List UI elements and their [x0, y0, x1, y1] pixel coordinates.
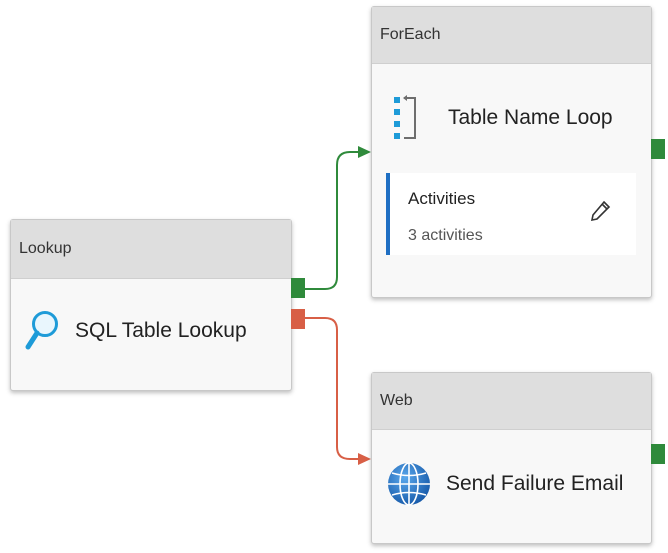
failure-connector-line[interactable]: [305, 317, 360, 460]
success-output-port[interactable]: [651, 139, 665, 159]
failure-output-port[interactable]: [291, 309, 305, 329]
activity-type-label: ForEach: [380, 26, 441, 43]
pencil-icon[interactable]: [588, 199, 612, 223]
globe-icon: [386, 461, 432, 507]
lookup-activity-header: Lookup: [11, 220, 291, 279]
success-output-port[interactable]: [291, 278, 305, 298]
success-output-port[interactable]: [651, 444, 665, 464]
foreach-activity-header: ForEach: [372, 7, 651, 64]
foreach-activity-body: Table Name Loop: [372, 64, 651, 172]
success-connector-line[interactable]: [305, 151, 360, 290]
lookup-activity-body: SQL Table Lookup: [11, 279, 291, 383]
web-activity-card[interactable]: Web Send: [371, 372, 652, 544]
success-connector-arrow: [358, 146, 371, 158]
activity-type-label: Web: [380, 392, 413, 409]
inner-activities-title: Activities: [408, 189, 476, 208]
web-activity-header: Web: [372, 373, 651, 430]
activity-name: Send Failure Email: [446, 472, 624, 495]
foreach-loop-icon: [386, 94, 420, 142]
activity-type-label: Lookup: [19, 240, 72, 257]
activity-name: Table Name Loop: [448, 106, 613, 129]
lookup-activity-card[interactable]: Lookup SQL Table Lookup: [10, 219, 292, 391]
magnifier-icon: [25, 309, 61, 353]
foreach-activity-card[interactable]: ForEach Table Name Loop Activities 3 act…: [371, 6, 652, 298]
activity-name: SQL Table Lookup: [75, 319, 247, 342]
inner-activities-count: 3 activities: [408, 227, 483, 244]
web-activity-body: Send Failure Email: [372, 430, 651, 538]
inner-activities-panel[interactable]: Activities 3 activities: [386, 173, 636, 255]
failure-connector-arrow: [358, 453, 371, 465]
